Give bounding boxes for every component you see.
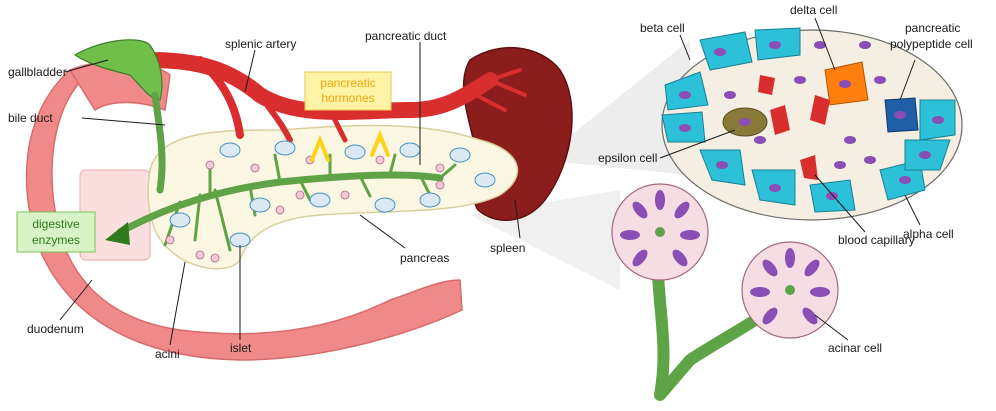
pancreatic-hormones-label-2: hormones (321, 91, 374, 105)
acini-label: acini (155, 347, 180, 361)
digestive-enzymes-box: digestive enzymes (16, 211, 96, 253)
alpha-cell-label: alpha cell (903, 227, 954, 241)
enzyme-flow-arrow-icon (105, 222, 130, 245)
digestive-enzymes-label-2: enzymes (32, 233, 80, 247)
duodenum-label: duodenum (27, 322, 84, 336)
gallbladder (73, 39, 163, 101)
acinus-right (741, 241, 839, 339)
islet-label: islet (230, 341, 252, 355)
gallbladder-label: gallbladder (8, 65, 67, 79)
delta-cell-label: delta cell (790, 3, 837, 17)
pancreatic-duct-label: pancreatic duct (365, 29, 447, 43)
pancreatic-hormones-label-1: pancreatic (320, 76, 375, 90)
hormone-release-arrows (310, 129, 390, 162)
pancreas-label: pancreas (400, 251, 449, 265)
pp-cell-label-1: pancreatic (905, 21, 960, 35)
blood-capillaries (758, 75, 830, 180)
splenic-artery-label: splenic artery (225, 37, 296, 51)
acini-enlargement (611, 183, 839, 401)
pancreas-islets (169, 140, 496, 248)
pancreatic-hormones-box: pancreatic hormones (304, 71, 392, 111)
bile-duct (151, 91, 166, 194)
spleen-label: spleen (490, 241, 525, 255)
beta-cell-label: beta cell (640, 21, 685, 35)
splenic-artery (142, 52, 527, 143)
epsilon-cell-label: epsilon cell (598, 151, 657, 165)
islet-enlargement (661, 27, 963, 221)
leader-lines (59, 17, 921, 346)
islet-nuclei (679, 41, 944, 200)
blood-capillary-label: blood capillary (838, 233, 915, 247)
pp-cell-label-2: polypeptide cell (890, 37, 973, 51)
zoom-wedge-islet (540, 40, 690, 175)
acinus-left (611, 183, 709, 281)
pancreas-acini (165, 155, 445, 263)
acinar-cell-label: acinar cell (828, 341, 882, 355)
digestive-enzymes-label-1: digestive (32, 217, 80, 231)
bile-duct-label: bile duct (8, 111, 53, 125)
